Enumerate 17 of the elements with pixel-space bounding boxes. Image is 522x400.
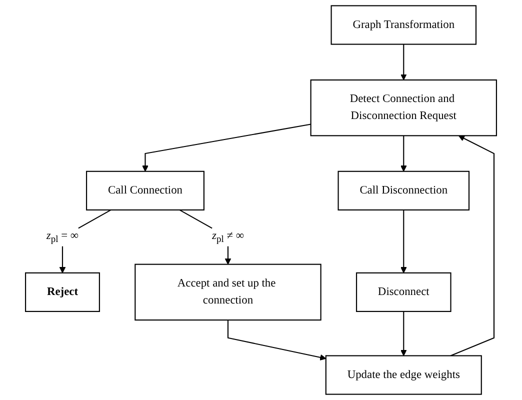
arrow xyxy=(400,311,407,356)
node-box: Detect Connection and Disconnection Request xyxy=(310,79,497,136)
arrow xyxy=(142,124,311,172)
edge-label: z$_{pl}$ = ∞ xyxy=(46,230,79,244)
arrow xyxy=(400,210,407,274)
node-box: Update the edge weights xyxy=(325,355,482,395)
arrow xyxy=(400,136,407,172)
arrow xyxy=(400,44,407,80)
edge-label: z$_{pl}$ ≠ ∞ xyxy=(212,230,244,244)
node-box: Disconnect xyxy=(356,272,452,312)
node-box: Reject xyxy=(25,272,100,312)
node-box: Graph Transformation xyxy=(330,5,477,45)
node-box: Call Disconnection xyxy=(338,170,470,210)
arrow xyxy=(227,320,326,360)
arrow xyxy=(450,135,495,356)
node-box: Accept and set up the connection xyxy=(134,264,322,321)
node-box: Call Connection xyxy=(86,170,204,210)
